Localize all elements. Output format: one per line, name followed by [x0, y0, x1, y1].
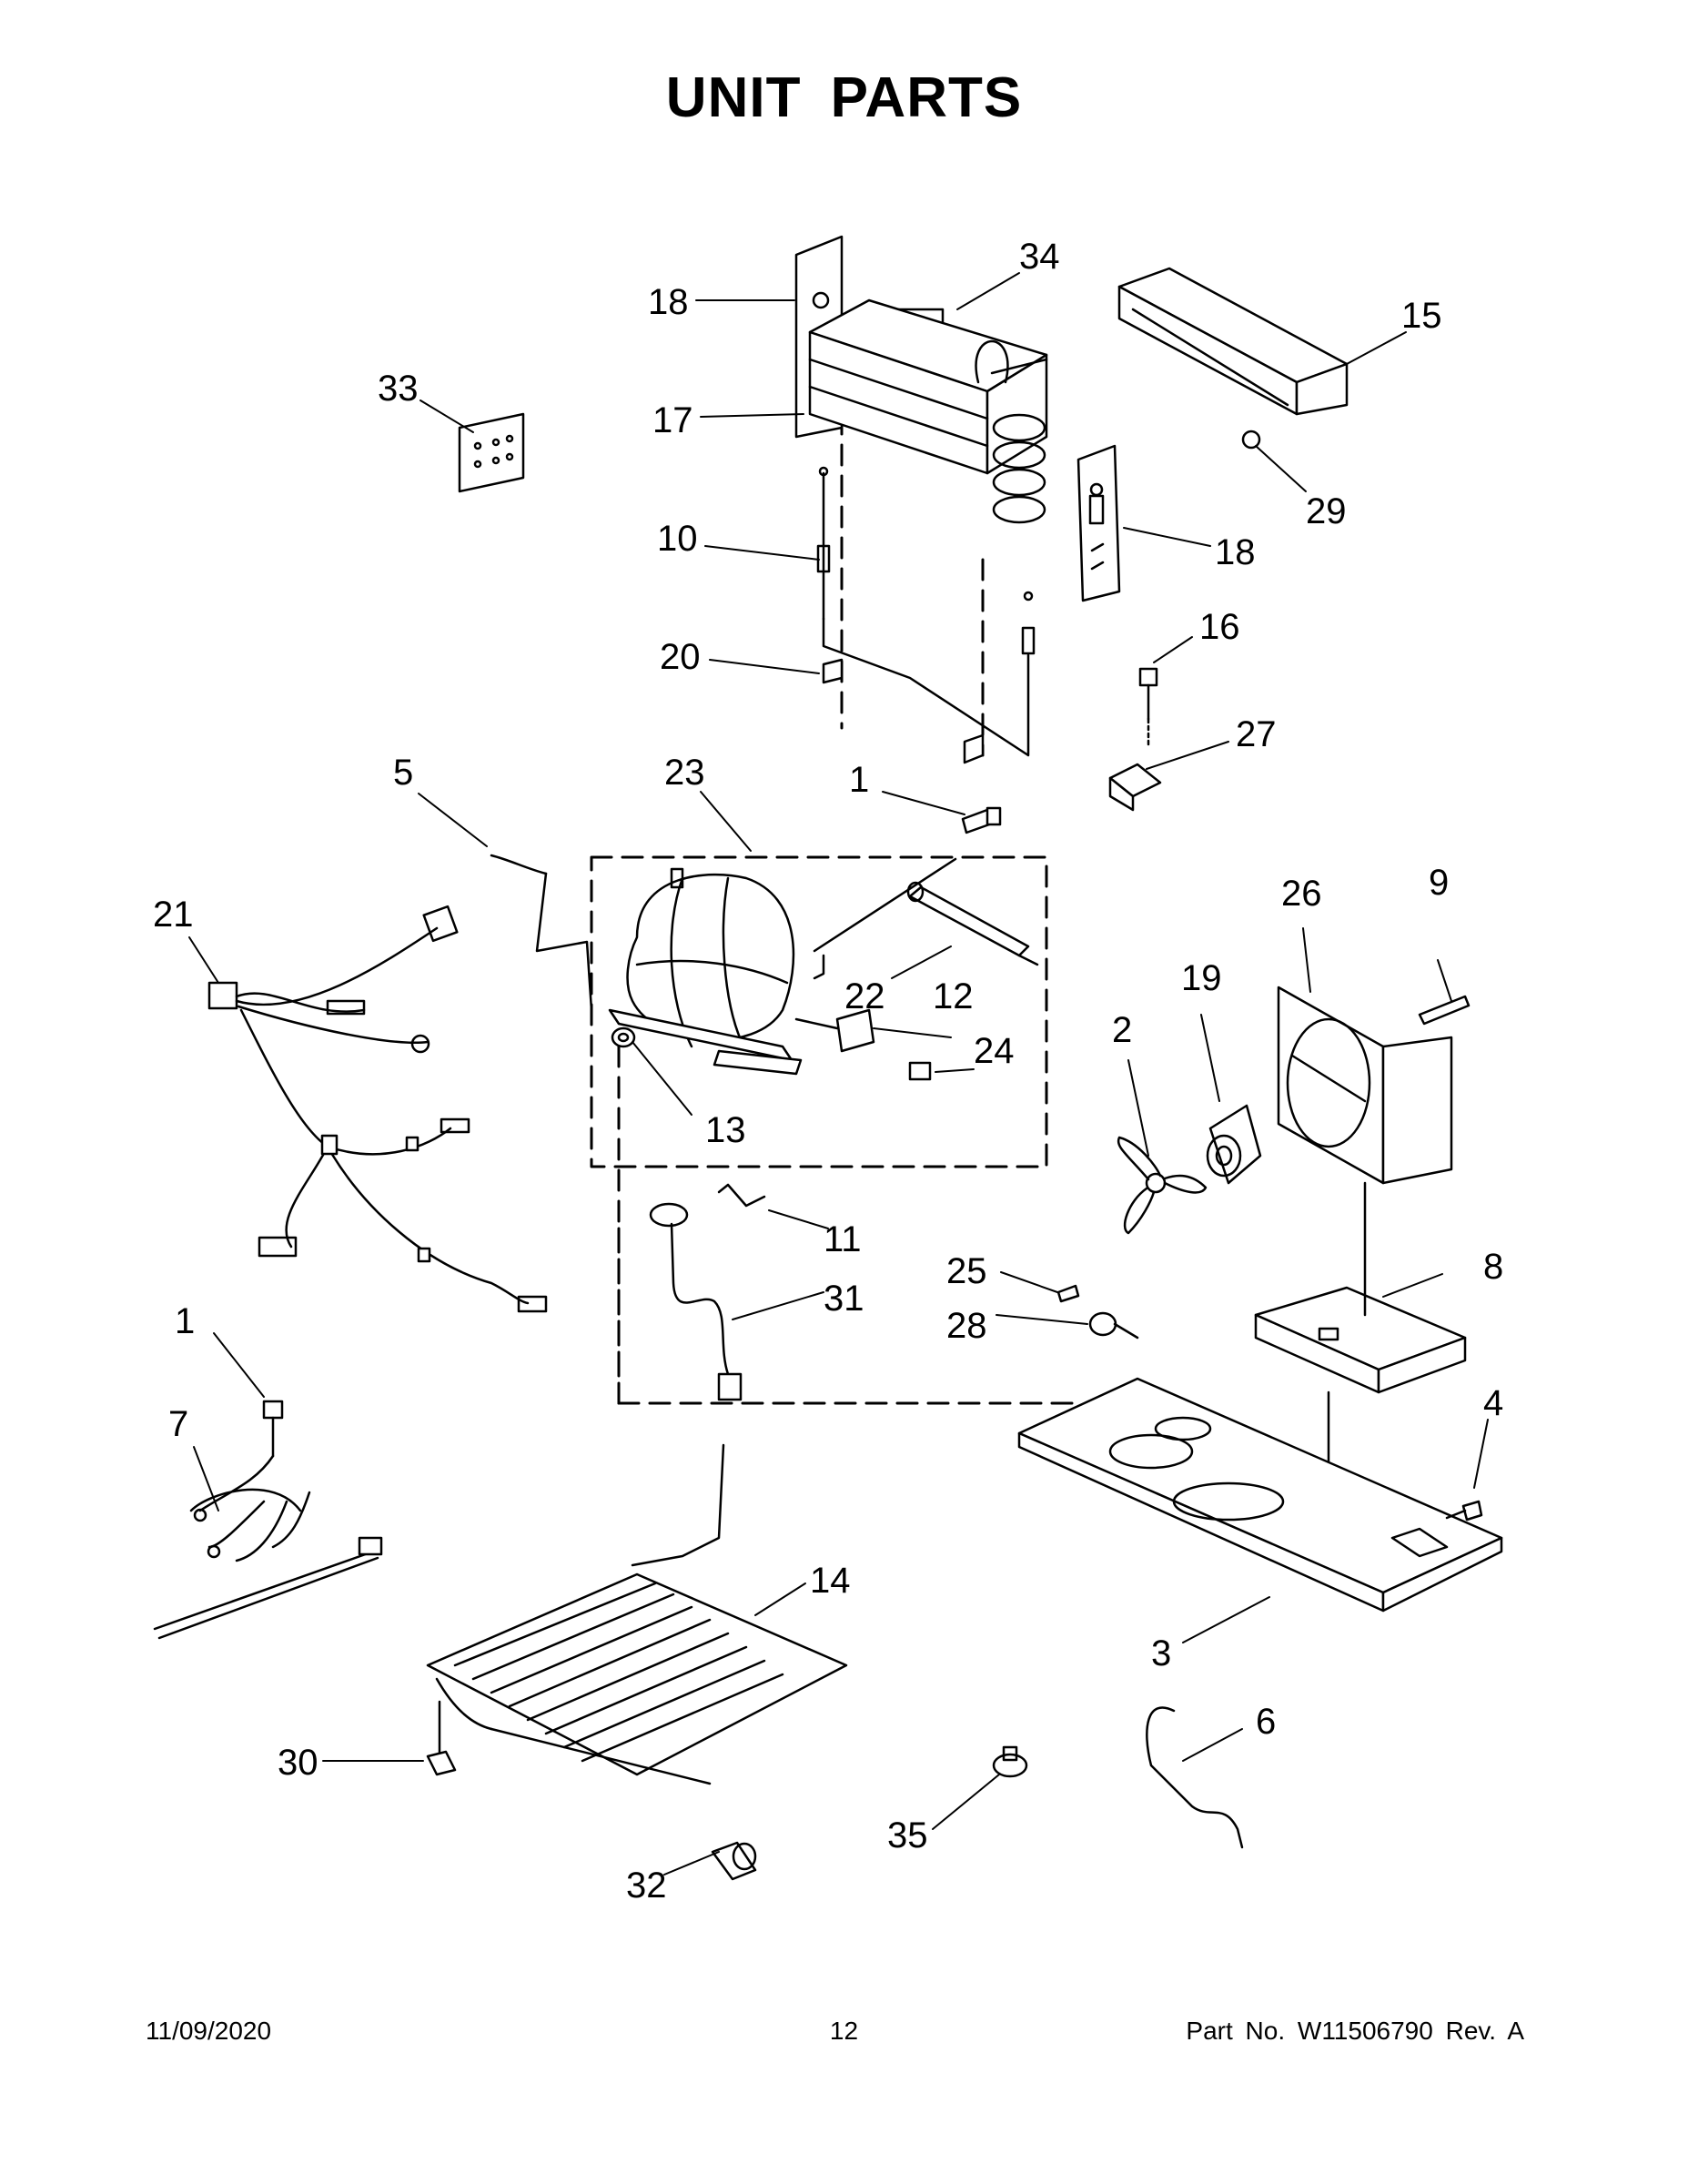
callout-33: 33 — [378, 369, 419, 409]
part-16-screw — [1138, 667, 1158, 748]
leader-lines — [188, 272, 1489, 1876]
part-20-defrost-heater — [822, 591, 1036, 764]
callout-31: 31 — [824, 1279, 864, 1319]
part-5-wire — [490, 854, 593, 1012]
part-7-wire-harness — [153, 1454, 383, 1640]
part-8-tray — [1254, 1286, 1467, 1394]
callout-24: 24 — [974, 1031, 1015, 1071]
callout-28: 28 — [946, 1306, 987, 1346]
part-2-fan-blade — [1117, 1136, 1208, 1235]
leader-23 — [813, 857, 957, 953]
callout-27: 27 — [1236, 714, 1277, 754]
callout-22: 22 — [844, 976, 885, 1016]
callout-21: 21 — [153, 895, 194, 935]
callout-19: 19 — [1181, 958, 1222, 998]
part-22-drier — [906, 881, 1039, 966]
callout-8: 8 — [1483, 1247, 1503, 1287]
callout-labels: 34 18 15 33 17 29 10 18 16 20 27 5 23 1 … — [153, 237, 1503, 1906]
callout-13: 13 — [705, 1110, 746, 1150]
footer-part-info: Part No. W11506790 Rev. A — [1186, 2017, 1524, 2045]
callout-32: 32 — [626, 1866, 667, 1906]
part-12-relay — [794, 1008, 875, 1053]
footer-page-number: 12 — [829, 2017, 859, 2045]
callout-7: 7 — [168, 1404, 188, 1444]
part-25-screw — [1056, 1284, 1080, 1303]
callout-1-lower: 1 — [175, 1301, 195, 1341]
part-26-fan-shroud — [1277, 986, 1453, 1185]
callout-17: 17 — [652, 400, 693, 440]
callout-2: 2 — [1112, 1010, 1132, 1050]
callout-12: 12 — [933, 976, 974, 1016]
callout-34: 34 — [1019, 237, 1060, 277]
part-18-side-bracket — [1076, 444, 1121, 602]
callout-9: 9 — [1429, 863, 1449, 903]
callout-15: 15 — [1401, 296, 1442, 336]
part-4-screw — [1445, 1500, 1483, 1522]
part-23-compressor — [608, 867, 825, 1076]
callout-29: 29 — [1306, 491, 1347, 531]
callout-18: 18 — [648, 282, 689, 322]
callout-14: 14 — [810, 1561, 851, 1601]
part-13-grommet — [611, 1026, 636, 1048]
part-1-screw-top — [961, 806, 1002, 834]
part-6-drain-tube — [1146, 1706, 1244, 1849]
dashed-assembly-lines — [590, 412, 1085, 1405]
callout-5: 5 — [393, 753, 413, 793]
part-10-thermistor — [816, 466, 831, 621]
footer-date: 11/09/2020 — [146, 2017, 272, 2045]
part-14-condenser — [426, 1443, 848, 1785]
part-21-wire-harness — [207, 905, 548, 1313]
callout-20: 20 — [660, 637, 701, 677]
part-3-base-plate — [1017, 1377, 1503, 1613]
part-24-capacitor — [908, 1061, 932, 1081]
part-17-evaporator — [794, 235, 1048, 524]
part-33-control-board — [458, 412, 525, 493]
part-15-duct-cover — [1117, 267, 1349, 416]
callout-23: 23 — [664, 753, 705, 793]
part-9-screw — [1418, 995, 1471, 1026]
callout-6: 6 — [1256, 1702, 1276, 1742]
callout-25: 25 — [946, 1251, 987, 1291]
callout-3: 3 — [1151, 1633, 1171, 1673]
callout-26: 26 — [1281, 874, 1322, 914]
part-11-clip — [717, 1183, 766, 1208]
part-28-grommet — [1088, 1311, 1139, 1340]
callout-16: 16 — [1199, 607, 1240, 647]
part-30-clip — [426, 1700, 457, 1776]
part-1-screw-lower — [262, 1400, 284, 1458]
part-19-fan-motor — [1206, 1104, 1262, 1185]
part-29-clip — [1241, 430, 1261, 450]
callout-18-right: 18 — [1215, 532, 1256, 572]
callout-11: 11 — [824, 1219, 862, 1259]
callout-30: 30 — [278, 1743, 318, 1783]
page-title: UNIT PARTS — [665, 66, 1023, 129]
callout-35: 35 — [887, 1815, 928, 1855]
callout-10: 10 — [657, 519, 698, 559]
callout-4: 4 — [1483, 1383, 1503, 1423]
callout-1: 1 — [849, 760, 869, 800]
part-35-valve — [992, 1745, 1028, 1778]
part-27-bracket — [1108, 763, 1162, 812]
part-32-grommet — [711, 1841, 757, 1881]
part-31-process-tube — [649, 1202, 743, 1401]
